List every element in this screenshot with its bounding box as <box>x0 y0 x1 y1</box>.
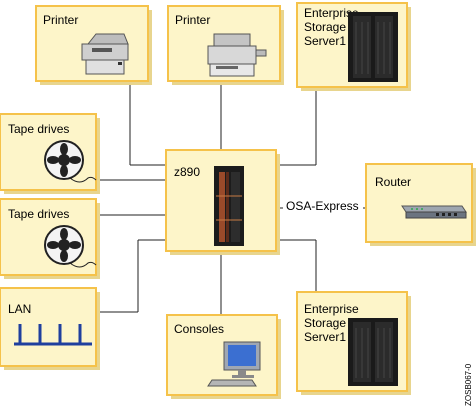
ess-node-bottom: Enterprise Storage Server1 <box>296 291 411 395</box>
tape-drives-node-1: Tape drives <box>0 113 100 194</box>
router-label: Router <box>375 175 411 189</box>
printer-node-1: Printer <box>35 5 152 85</box>
figure-id: ZOSB067-0 <box>464 363 473 406</box>
router-node: Router <box>365 163 476 246</box>
ess-top-label: Enterprise Storage Server1 <box>304 6 362 48</box>
router-icon <box>401 205 467 219</box>
z890-node: z890 <box>165 149 280 255</box>
mainframe-icon <box>214 166 244 246</box>
osa-express-label: OSA-Express <box>286 199 359 213</box>
tape-drives-label-2: Tape drives <box>8 207 69 221</box>
consoles-label: Consoles <box>174 322 224 336</box>
storage-server-icon <box>348 318 398 386</box>
tape-drives-node-2: Tape drives <box>0 198 100 279</box>
lan-node: LAN <box>0 287 100 370</box>
printer-node-2: Printer <box>167 5 284 85</box>
printer-icon <box>207 33 267 77</box>
consoles-node: Consoles <box>166 314 281 399</box>
console-monitor-icon <box>207 341 261 387</box>
printer-icon <box>81 33 129 75</box>
printer-label-1: Printer <box>43 13 78 27</box>
ess-bottom-label: Enterprise Storage Server1 <box>304 302 362 344</box>
tape-drives-label-1: Tape drives <box>8 122 69 136</box>
tape-reel-icon <box>44 225 97 268</box>
printer-label-2: Printer <box>175 13 210 27</box>
lan-icon <box>14 324 92 346</box>
lan-label: LAN <box>8 302 31 316</box>
tape-reel-icon <box>44 140 97 183</box>
storage-server-icon <box>348 12 398 82</box>
z890-label: z890 <box>174 165 200 179</box>
ess-node-top: Enterprise Storage Server1 <box>296 2 411 91</box>
connection-lines <box>100 82 366 315</box>
